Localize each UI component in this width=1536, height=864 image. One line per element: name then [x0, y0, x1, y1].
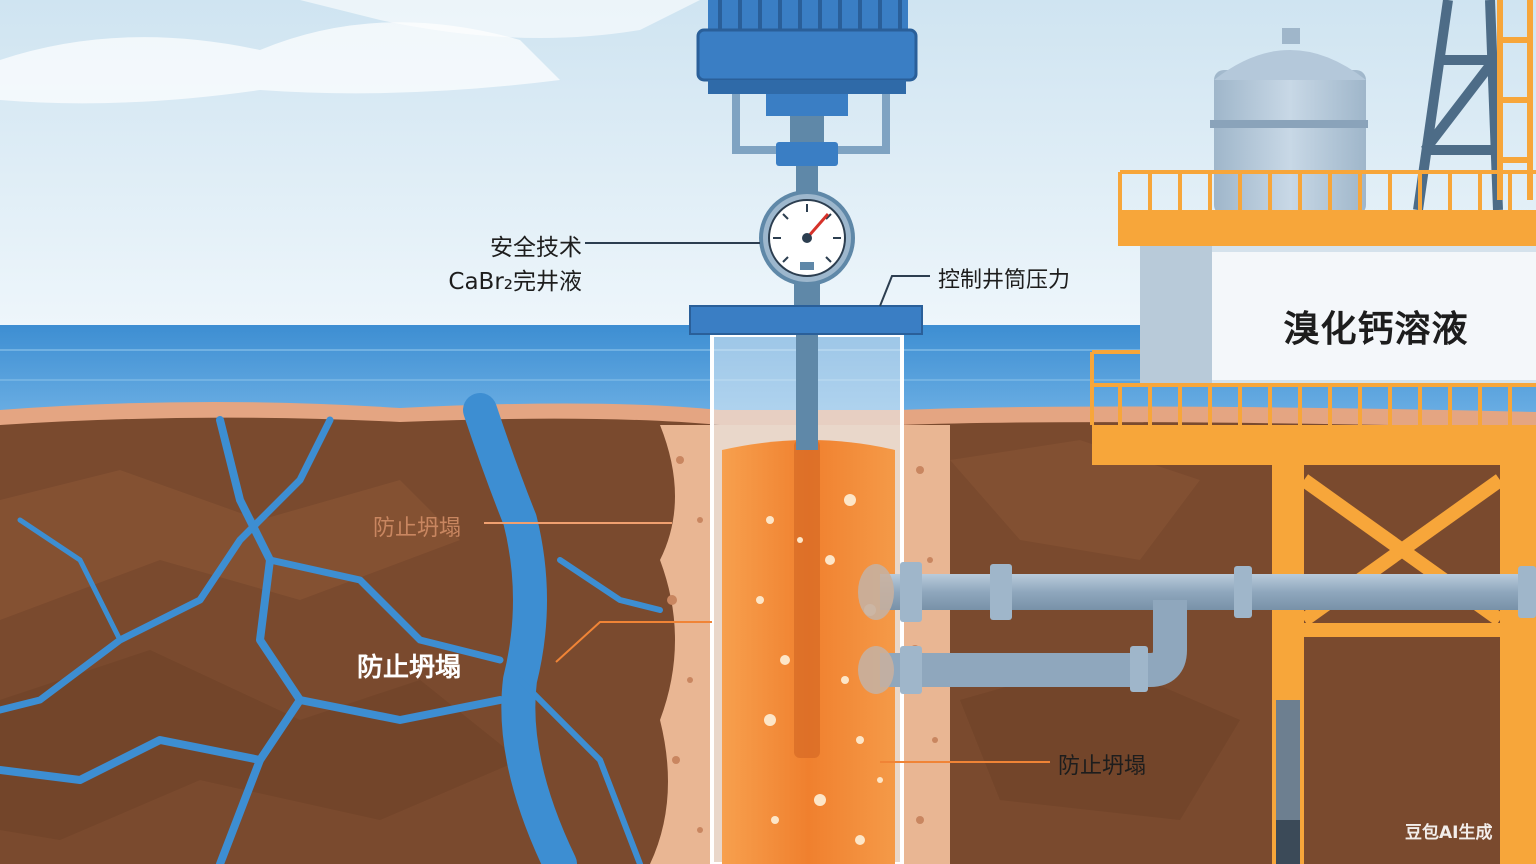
wellhead-equipment: [696, 0, 918, 196]
label-prevent-collapse-bold: 防止坍塌: [357, 653, 462, 683]
label-prevent-collapse-right: 防止坍塌: [1058, 754, 1147, 779]
label-control-wellbore-pressure: 控制井筒压力: [938, 268, 1071, 293]
water-fractures: [0, 393, 663, 864]
label-cabr-completion-fluid: CaBr₂完井液: [448, 269, 582, 295]
watermark: 豆包AI生成: [1405, 823, 1493, 843]
inner-rod: [794, 440, 820, 758]
cloud: [300, 0, 700, 38]
wellhead-flange: [689, 305, 923, 335]
pipes: [858, 562, 1536, 694]
offshore-platform: [1090, 0, 1536, 864]
fluid-bubbles: [756, 494, 883, 845]
label-calcium-bromide-solution: 溴化钙溶液: [1283, 309, 1469, 350]
leader-lines: [484, 242, 1050, 763]
cloud: [0, 22, 560, 104]
pressure-gauge-icon: [759, 190, 855, 306]
label-prevent-collapse-faint: 防止坍塌: [373, 516, 462, 541]
label-safety-technology: 安全技术: [490, 235, 582, 261]
